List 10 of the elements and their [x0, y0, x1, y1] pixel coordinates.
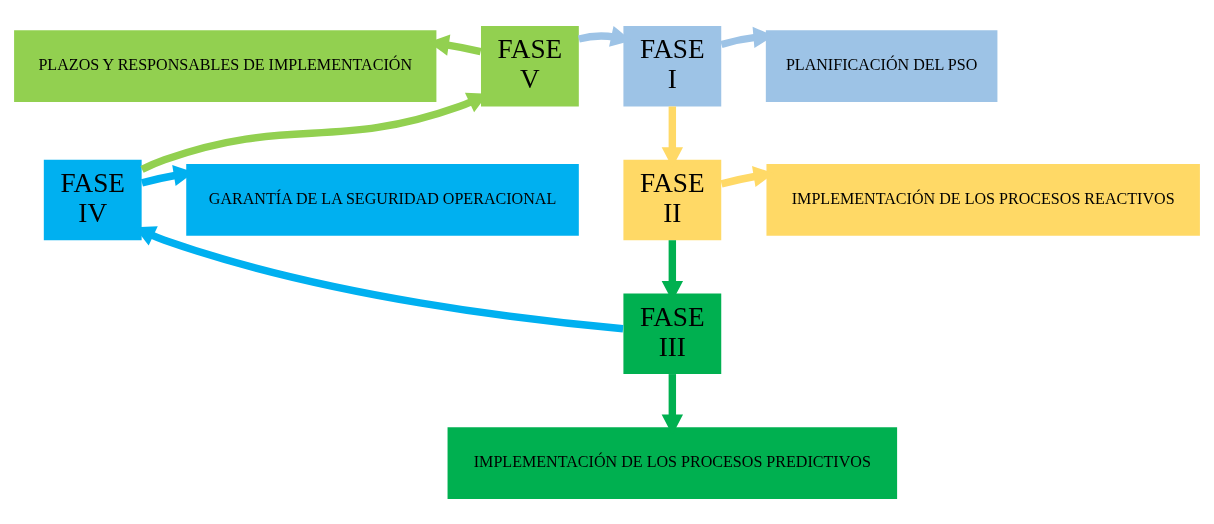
node-box: FASE III [623, 292, 722, 374]
node-box: FASE II [623, 159, 722, 240]
node-box: GARANTÍA DE LA SEGURIDAD OPERACIONAL [186, 163, 579, 236]
node-box: PLAZOS Y RESPONSABLES DE IMPLEMENTACIÓN [14, 29, 437, 102]
node-box: FASE IV [43, 159, 142, 240]
node-box: PLANIFICACIÓN DEL PSO [765, 29, 998, 102]
node-box: IMPLEMENTACIÓN DE LOS PROCESOS REACTIVOS [766, 163, 1200, 236]
node-box: IMPLEMENTACIÓN DE LOS PROCESOS PREDICTIVOS [447, 426, 898, 499]
node-box: FASE V [481, 25, 579, 106]
node-box: FASE I [623, 25, 722, 106]
